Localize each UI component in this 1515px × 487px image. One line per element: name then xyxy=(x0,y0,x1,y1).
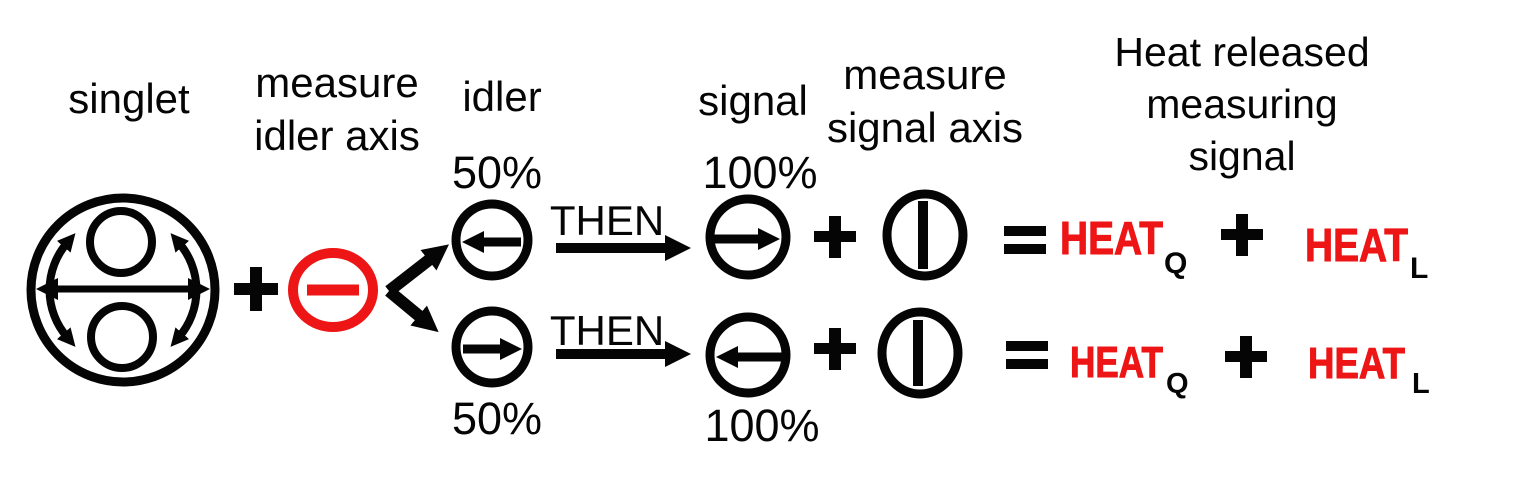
singlet-top-particle xyxy=(86,207,156,277)
idler-label: idler xyxy=(462,73,542,120)
measure-idler-axis-line2: idler axis xyxy=(254,112,420,159)
measure-signal-axis-label: measure signal axis xyxy=(827,48,1023,154)
row1-heat-l-text: HEAT xyxy=(1305,219,1408,271)
row2-heat-q-text: HEAT xyxy=(1070,338,1163,387)
singlet-bottom-particle xyxy=(87,302,157,372)
singlet-outer-circle xyxy=(26,193,220,387)
plus-after-singlet-icon xyxy=(234,267,278,311)
row1-equals-icon xyxy=(1004,226,1046,254)
row2-equals-icon xyxy=(1006,341,1048,369)
row1-idler-left-arrow-circle-icon xyxy=(451,199,533,281)
right-curved-double-arrow-icon xyxy=(170,233,201,347)
measure-idler-axis-line1: measure xyxy=(255,59,419,106)
row1-then-label: THEN xyxy=(549,197,665,244)
row2-equation-text: HEAT Q HEAT L xyxy=(1070,338,1430,401)
row2-heat-l-subscript: L xyxy=(1412,368,1430,400)
row1-vertical-axis-circle-icon xyxy=(882,189,968,281)
heat-released-line2: measuring xyxy=(1146,81,1338,127)
singlet-state-icon xyxy=(26,193,220,387)
heat-released-label: Heat released measuring signal xyxy=(1114,26,1369,182)
minus-circle-icon xyxy=(288,248,378,332)
row2-plus-icon xyxy=(814,328,856,370)
measure-signal-axis-line2: signal axis xyxy=(826,104,1024,151)
row1-plus-icon xyxy=(814,216,856,258)
row1-equation-plus-icon xyxy=(1221,214,1263,256)
row1-heat-q-text: HEAT xyxy=(1060,212,1163,264)
row2-signal-probability: 100% xyxy=(704,400,820,451)
measure-signal-axis-line1: measure xyxy=(843,51,1007,98)
row1-heat-l-subscript: L xyxy=(1410,252,1428,285)
row2-heat-q-subscript: Q xyxy=(1166,368,1189,400)
row2-heat-l-text: HEAT xyxy=(1308,339,1405,388)
row1-equation-text: HEAT Q HEAT L xyxy=(1060,212,1429,286)
measure-idler-axis-label: measure idler axis xyxy=(254,56,420,162)
row1-heat-q-subscript: Q xyxy=(1164,247,1187,280)
row1-signal-right-arrow-circle-icon xyxy=(705,194,791,280)
row2-then-label: THEN xyxy=(549,307,665,354)
branch-arrows-icon xyxy=(385,244,449,333)
row2-signal-left-arrow-circle-icon xyxy=(705,312,791,398)
row1-signal-probability: 100% xyxy=(702,147,818,198)
signal-label: signal xyxy=(698,77,808,124)
row2-idler-probability: 50% xyxy=(451,393,543,444)
row1-idler-probability: 50% xyxy=(451,147,543,198)
singlet-label: singlet xyxy=(68,75,190,122)
row2-vertical-axis-circle-icon xyxy=(877,307,963,399)
row2-equation-plus-icon xyxy=(1225,336,1267,378)
left-curved-double-arrow-icon xyxy=(45,233,76,347)
heat-released-line1: Heat released xyxy=(1114,29,1370,75)
row2-idler-right-arrow-circle-icon xyxy=(451,306,533,388)
heat-released-line3: signal xyxy=(1188,133,1296,179)
